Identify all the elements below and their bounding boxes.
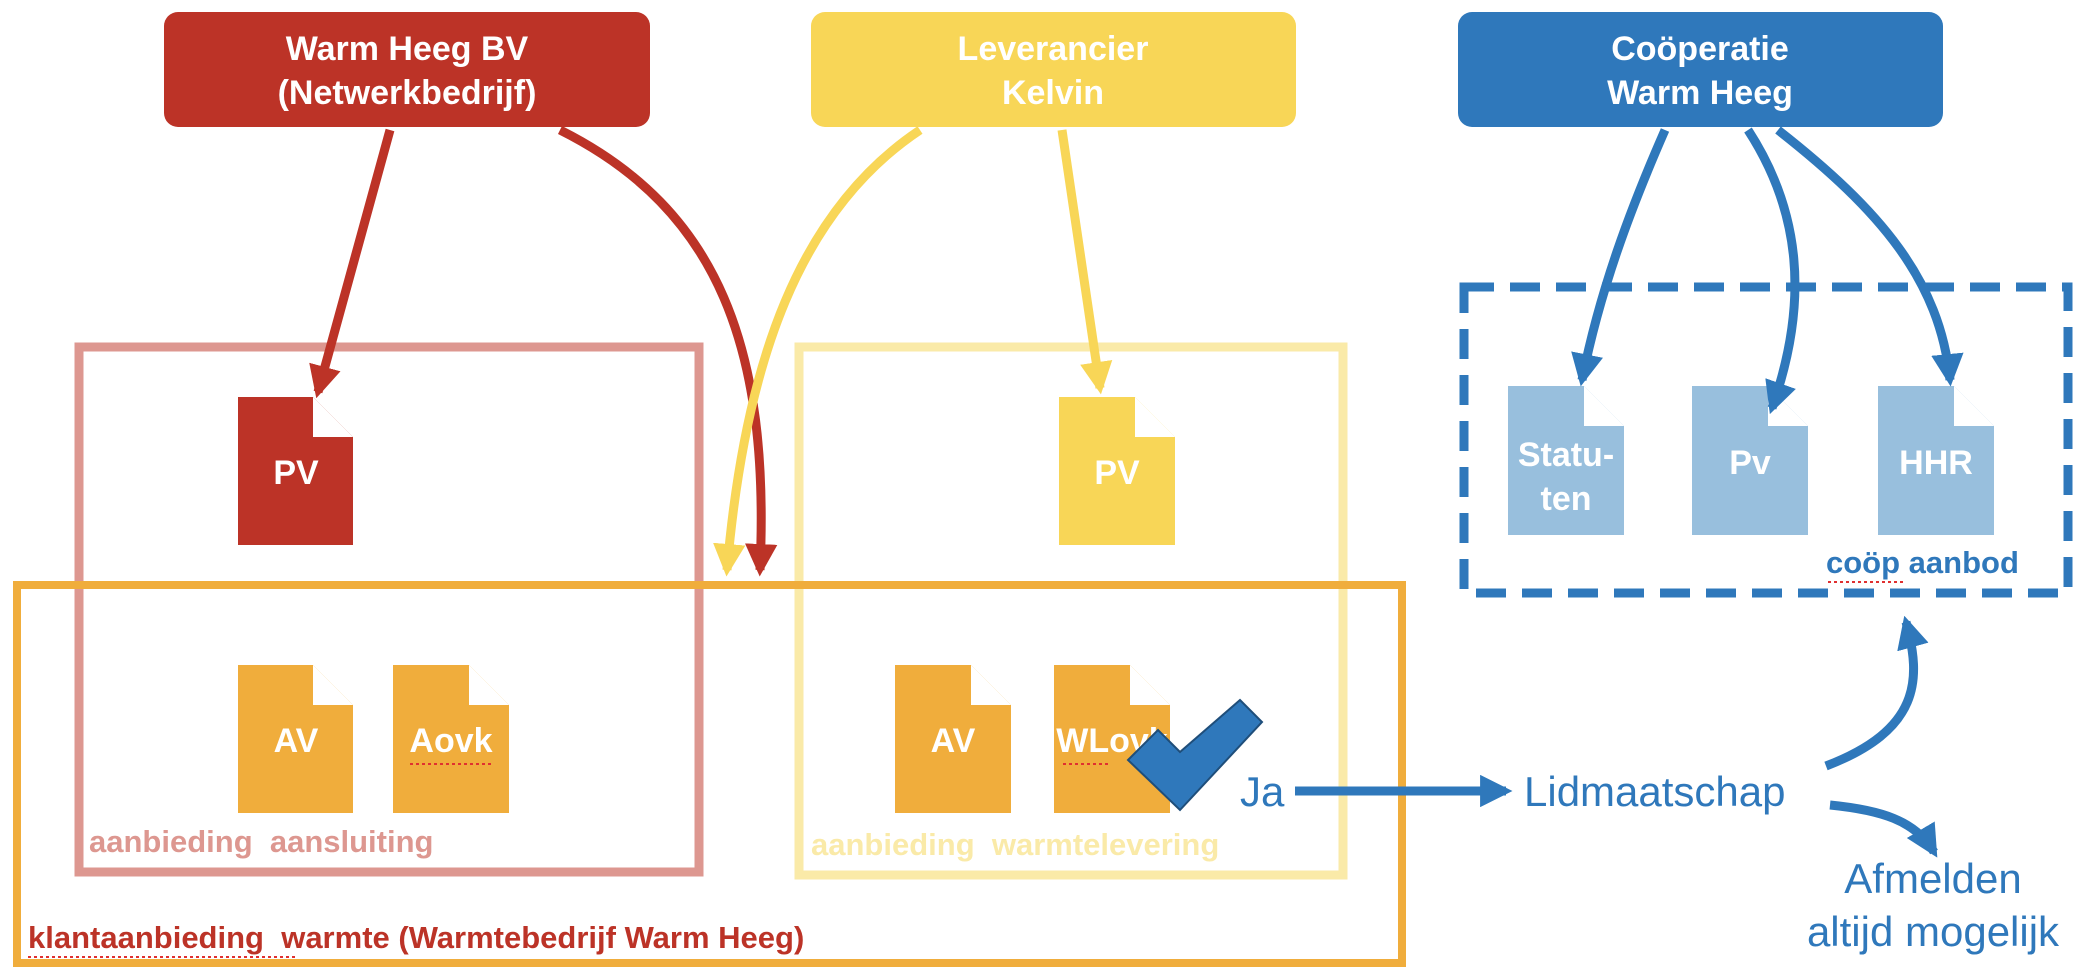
svg-text:Coöperatie: Coöperatie xyxy=(1611,30,1789,68)
arrow-blue-to-statuten xyxy=(1571,128,1670,387)
arrow-yellow-to-klantaanbieding xyxy=(713,126,923,577)
document-icon-av-right: AV xyxy=(895,665,1011,813)
header-cooperatie-warm-heeg: Coöperatie Warm Heeg xyxy=(1458,12,1943,127)
label-klantaanbieding: klantaanbieding warmte (Warmtebedrijf Wa… xyxy=(28,920,804,955)
warmtelevering-region xyxy=(794,342,1348,880)
svg-text:Aovk: Aovk xyxy=(409,722,492,760)
checkmark-icon xyxy=(1126,698,1264,812)
document-icon-statuten: Statu- ten xyxy=(1508,386,1624,535)
document-icon-av-left: AV xyxy=(238,665,353,813)
svg-text:(Netwerkbedrijf): (Netwerkbedrijf) xyxy=(278,74,537,112)
label-afmelden: Afmelden xyxy=(1844,855,2021,902)
document-icon-pv-blue: Pv xyxy=(1692,386,1808,535)
svg-text:AV: AV xyxy=(931,722,976,760)
aansluiting-region xyxy=(74,342,704,877)
arrow-lidmaatschap-to-coop xyxy=(1824,615,1929,771)
label-coop-aanbod: coöp aanbod xyxy=(1826,545,2019,580)
arrow-red-to-klantaanbieding xyxy=(557,125,778,577)
arrow-blue-to-pv xyxy=(1744,127,1800,415)
label-ja: Ja xyxy=(1240,768,1285,815)
document-icon-aovk: Aovk xyxy=(393,665,509,813)
svg-text:PV: PV xyxy=(1094,454,1140,492)
document-icon-pv-red: PV xyxy=(238,397,353,545)
svg-text:Leverancier: Leverancier xyxy=(958,30,1149,68)
svg-text:ten: ten xyxy=(1541,480,1592,518)
label-altijd-mogelijk: altijd mogelijk xyxy=(1807,908,2060,955)
arrow-red-to-pv xyxy=(309,128,395,399)
label-aanbieding-aansluiting: aanbieding aansluiting xyxy=(89,824,433,859)
label-lidmaatschap: Lidmaatschap xyxy=(1524,768,1786,815)
svg-text:HHR: HHR xyxy=(1899,444,1973,482)
svg-text:Warm Heeg BV: Warm Heeg BV xyxy=(286,30,529,68)
document-icon-hhr: HHR xyxy=(1878,386,1994,535)
document-icon-wlovk: WLovk xyxy=(1054,665,1170,813)
header-warm-heeg-bv: Warm Heeg BV (Netwerkbedrijf) xyxy=(164,12,650,127)
svg-text:Warm Heeg: Warm Heeg xyxy=(1607,74,1793,112)
klantaanbieding-region xyxy=(13,581,1406,967)
svg-text:Pv: Pv xyxy=(1729,444,1771,482)
svg-text:PV: PV xyxy=(273,454,319,492)
document-icon-pv-yellow: PV xyxy=(1059,397,1175,545)
arrow-yellow-to-pv xyxy=(1057,129,1113,395)
label-aanbieding-warmtelevering: aanbieding warmtelevering xyxy=(811,827,1219,862)
arrow-blue-to-hhr xyxy=(1775,126,1964,387)
coop-aanbod-region xyxy=(1459,282,2073,598)
svg-text:Statu-: Statu- xyxy=(1518,436,1614,474)
header-leverancier-kelvin: Leverancier Kelvin xyxy=(811,12,1296,127)
svg-text:AV: AV xyxy=(274,722,319,760)
arrow-lidmaatschap-to-afmelden xyxy=(1829,800,1938,858)
svg-text:Kelvin: Kelvin xyxy=(1002,74,1104,112)
